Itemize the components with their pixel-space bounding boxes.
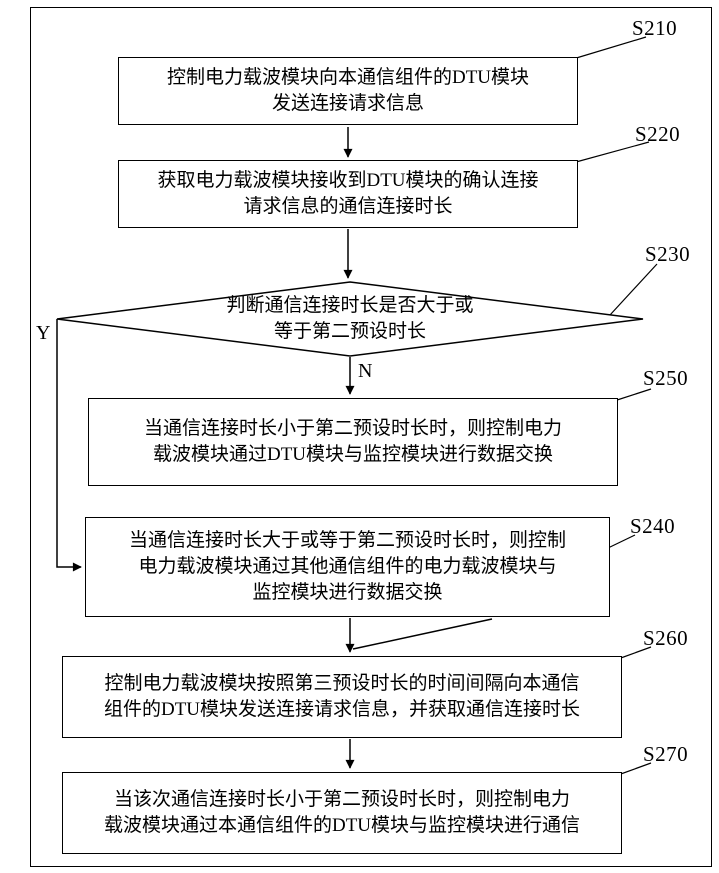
step-text-line: 等于第二预设时长 — [273, 321, 426, 342]
step-box-s240: 当通信连接时长大于或等于第二预设时长时，则控制 电力载波模块通过其他通信组件的电… — [85, 517, 610, 617]
decision-text-s230: 判断通信连接时长是否大于或 等于第二预设时长 — [170, 292, 530, 346]
step-label-s270: S270 — [643, 742, 689, 766]
step-text-line: 当通信连接时长小于第二预设时长时，则控制电力 — [143, 418, 562, 439]
step-label-s210: S210 — [632, 16, 678, 40]
leader-line-s250 — [613, 388, 652, 402]
step-text-line: 判断通信连接时长是否大于或 — [226, 295, 474, 316]
branch-label-no: N — [358, 360, 373, 382]
step-label-s240: S240 — [630, 514, 676, 538]
leader-line-s270 — [617, 762, 652, 776]
step-label-s260: S260 — [643, 626, 689, 650]
leader-line-s240 — [607, 534, 636, 549]
step-box-s260: 控制电力载波模块按照第三预设时长的时间间隔向本通信 组件的DTU模块发送连接请求… — [62, 656, 622, 738]
decision-diamond-shape — [56, 281, 644, 357]
step-text-line: 载波模块通过DTU模块与监控模块进行数据交换 — [152, 444, 554, 465]
step-label-s250: S250 — [643, 366, 689, 390]
step-text-line: 当该次通信连接时长小于第二预设时长时，则控制电力 — [113, 789, 570, 810]
step-box-s270: 当该次通信连接时长小于第二预设时长时，则控制电力 载波模块通过本通信组件的DTU… — [62, 772, 622, 854]
step-box-s220: 获取电力载波模块接收到DTU模块的确认连接 请求信息的通信连接时长 — [118, 160, 578, 228]
step-text-line: 控制电力载波模块按照第三预设时长的时间间隔向本通信 — [104, 673, 580, 694]
step-text-line: 请求信息的通信连接时长 — [243, 196, 453, 217]
branch-label-yes: Y — [36, 322, 51, 344]
step-text-line: 当通信连接时长大于或等于第二预设时长时，则控制 — [128, 530, 566, 551]
figure-border — [30, 7, 712, 867]
step-text-line: 载波模块通过本通信组件的DTU模块与监控模块进行通信 — [103, 815, 581, 836]
step-box-s210: 控制电力载波模块向本通信组件的DTU模块 发送连接请求信息 — [118, 57, 578, 125]
arrow-yes-branch-to-s240 — [56, 319, 82, 572]
leader-line-s260 — [617, 646, 652, 660]
step-text-line: 组件的DTU模块发送连接请求信息，并获取通信连接时长 — [103, 699, 581, 720]
step-text-line: 电力载波模块通过其他通信组件的电力载波模块与 — [138, 556, 557, 577]
step-text-line: 发送连接请求信息 — [271, 93, 424, 114]
step-label-s230: S230 — [645, 242, 691, 266]
step-text-line: 控制电力载波模块向本通信组件的DTU模块 — [166, 67, 530, 88]
step-text-line: 获取电力载波模块接收到DTU模块的确认连接 — [157, 170, 539, 191]
step-box-s250: 当通信连接时长小于第二预设时长时，则控制电力 载波模块通过DTU模块与监控模块进… — [88, 398, 618, 486]
leader-line-s220 — [575, 141, 650, 163]
leader-line-s230 — [609, 263, 658, 316]
leader-line-s210 — [572, 36, 647, 60]
step-label-s220: S220 — [635, 122, 681, 146]
merge-line-s250-to-s260 — [352, 618, 493, 650]
step-text-line: 监控模块进行数据交换 — [252, 582, 443, 603]
